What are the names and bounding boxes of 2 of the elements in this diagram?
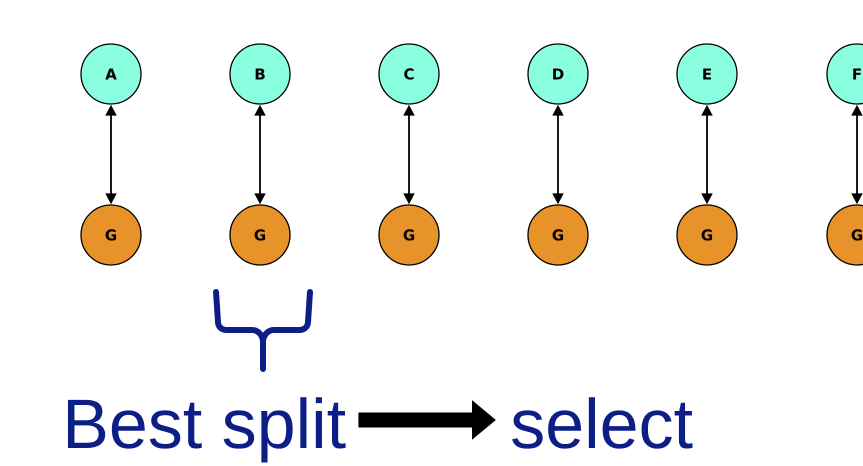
caption-text: select: [512, 397, 693, 449]
caption-text: Best split: [68, 397, 346, 463]
